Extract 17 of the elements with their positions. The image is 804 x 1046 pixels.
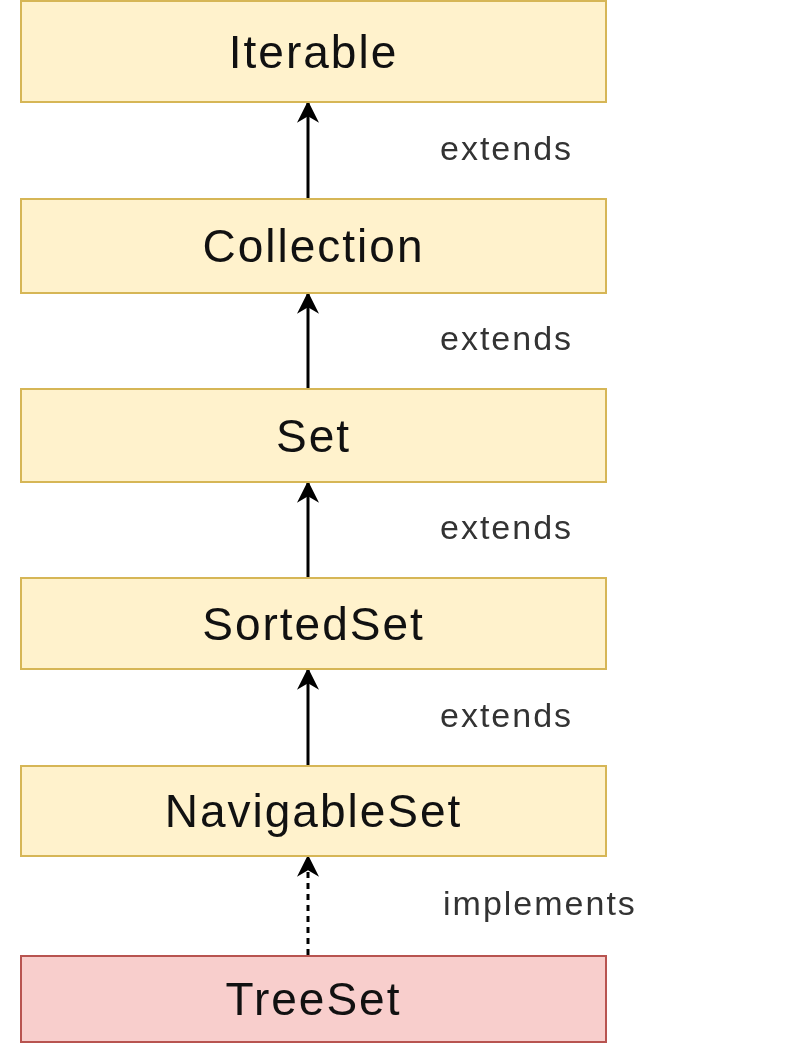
edge-label: implements [443, 884, 637, 923]
class-name: Set [275, 408, 351, 463]
class-name: SortedSet [202, 596, 425, 651]
edge-label: extends [440, 319, 574, 358]
class-box [20, 765, 607, 857]
class-box [20, 955, 607, 1043]
class-name: Iterable [228, 24, 399, 79]
class-name: TreeSet [225, 972, 402, 1026]
class-name: NavigableSet [164, 784, 463, 838]
edge-label: extends [440, 128, 574, 168]
class-box [20, 0, 607, 103]
edge-label: extends [440, 508, 574, 547]
class-box [20, 577, 607, 670]
class-box [20, 388, 607, 483]
class-box [20, 198, 607, 294]
class-name: Collection [202, 219, 425, 273]
edge-label: extends [440, 695, 574, 735]
